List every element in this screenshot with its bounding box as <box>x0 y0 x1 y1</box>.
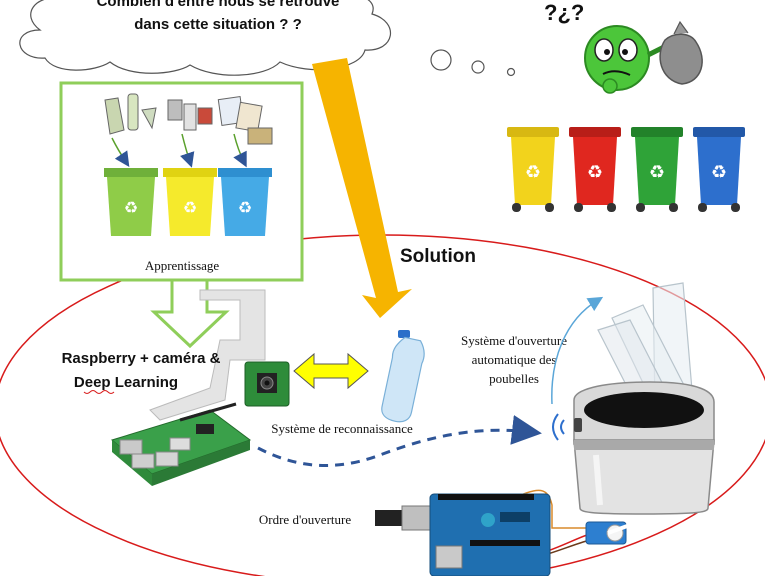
thought-cloud <box>19 0 516 77</box>
cloud-text-line2: dans cette situation ? ? <box>134 16 302 33</box>
learning-bin-blue-icon: ♻ <box>218 168 272 236</box>
camera-bottle-double-arrow <box>293 352 369 390</box>
raspberry-pi-icon <box>110 402 252 486</box>
question-marks: ?¿? <box>544 0 584 25</box>
opening-system-line1: Système d'ouverture <box>461 333 567 348</box>
svg-text:♻: ♻ <box>587 162 603 182</box>
arduino-board-icon <box>375 493 551 576</box>
confused-character-icon <box>584 20 703 94</box>
servo-motor-icon <box>585 521 631 545</box>
svg-text:♻: ♻ <box>525 162 541 182</box>
recognition-dashed-arrow <box>257 415 542 467</box>
rpi-label-line2: Deep Learning <box>74 374 178 391</box>
solution-label: Solution <box>400 246 476 267</box>
svg-text:♻: ♻ <box>124 200 138 217</box>
svg-text:♻: ♻ <box>649 162 665 182</box>
camera-module-icon <box>244 361 290 407</box>
learning-down-arrow <box>150 278 230 349</box>
lid-opening-arrow <box>551 296 604 405</box>
svg-text:♻: ♻ <box>183 200 197 217</box>
bin-red-icon: ♻ <box>569 127 621 212</box>
svg-text:♻: ♻ <box>711 162 727 182</box>
order-label: Ordre d'ouverture <box>259 512 351 527</box>
opening-system-line3: poubelles <box>489 371 539 386</box>
solution-arrow <box>312 58 412 318</box>
learning-bin-green-icon: ♻ <box>104 168 158 236</box>
waste-items-icon <box>104 93 273 145</box>
plastic-bottle-icon <box>381 330 425 423</box>
sorting-arrows <box>111 133 247 168</box>
thought-bubble-small <box>506 67 516 77</box>
bin-yellow-icon: ♻ <box>507 127 559 212</box>
camera-ribbon-cable <box>149 289 266 421</box>
thought-bubble-large <box>430 49 452 71</box>
cloud-text-line1: Combien d'entre nous se retrouve <box>97 0 340 10</box>
learning-bin-yellow-icon: ♻ <box>163 168 217 236</box>
spellcheck-underline <box>83 390 115 394</box>
rpi-label-line1: Raspberry + caméra & <box>62 350 221 367</box>
recognition-label: Système de reconnaissance <box>271 421 413 436</box>
thought-bubble-medium <box>471 60 485 74</box>
automatic-trash-can-icon <box>552 282 715 515</box>
learning-label: Apprentissage <box>145 258 220 273</box>
opening-system-line2: automatique des <box>472 352 557 367</box>
bin-green-icon: ♻ <box>631 127 683 212</box>
bin-blue-icon: ♻ <box>693 127 745 212</box>
svg-text:♻: ♻ <box>238 200 252 217</box>
